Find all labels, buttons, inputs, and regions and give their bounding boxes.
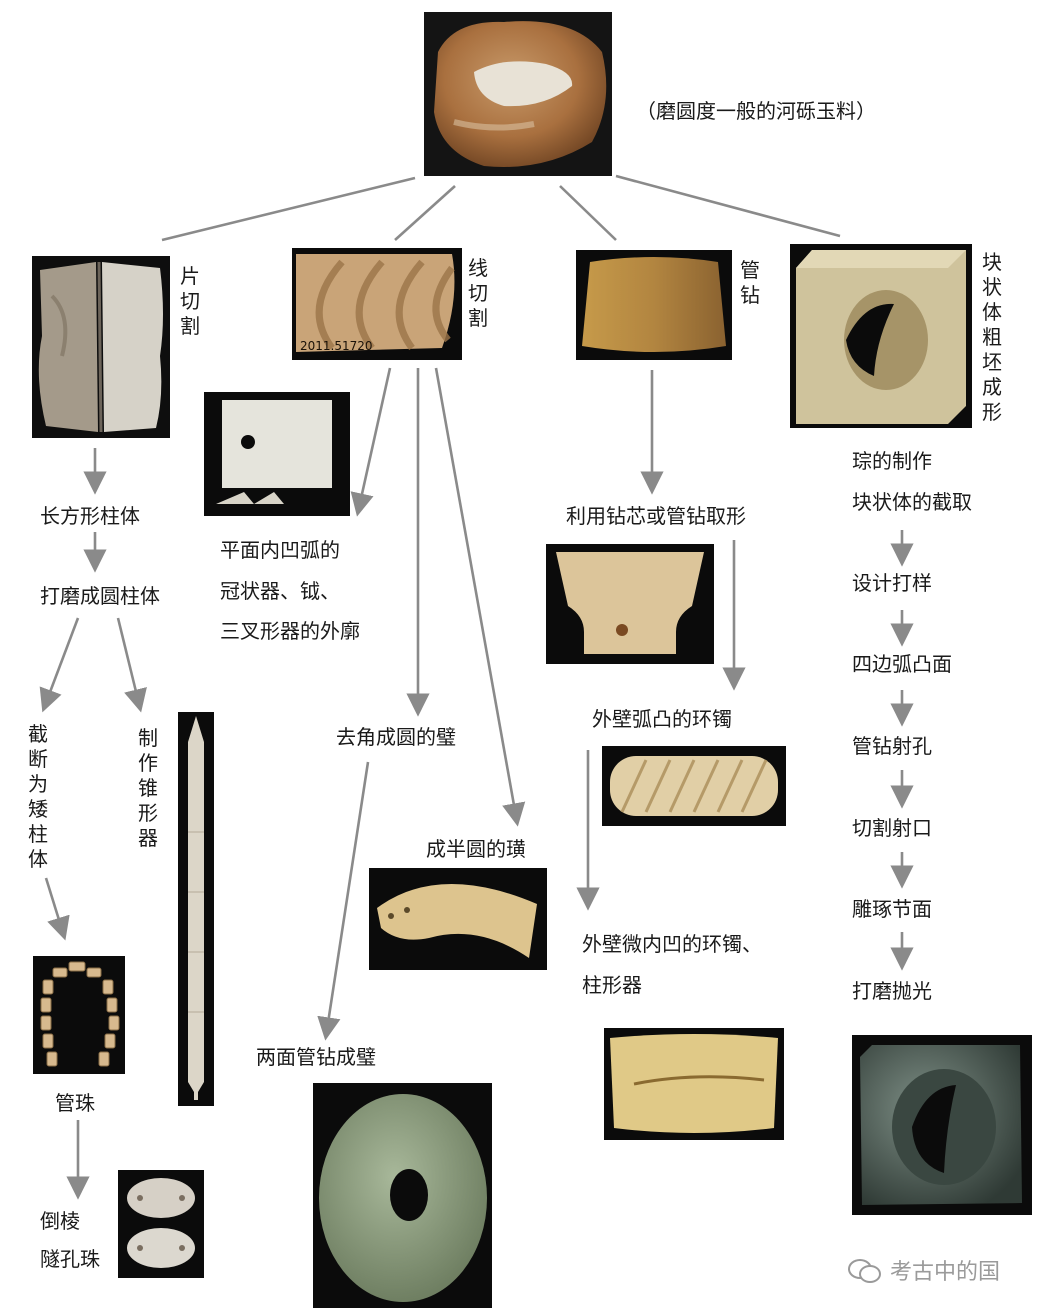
label-crown-line-2: 冠状器、钺、 <box>220 579 340 603</box>
label-huang: 成半圆的璜 <box>426 837 526 861</box>
root-connector-4 <box>615 174 841 238</box>
label-cong-making: 琮的制作 <box>852 449 932 473</box>
photo-tube-beads <box>33 956 125 1074</box>
arrow-c1-4 <box>116 617 147 713</box>
label-concave-line-2: 柱形器 <box>582 973 642 997</box>
label-wire-cut: 线切割 <box>468 256 488 330</box>
photo-river-pebble-jade <box>424 12 612 176</box>
root-connector-3 <box>559 185 617 241</box>
watermark: 考古中的国 <box>848 1254 1000 1286</box>
label-rectangular-column: 长方形柱体 <box>40 504 140 528</box>
label-round-bi: 去角成圆的璧 <box>336 725 456 749</box>
label-piece-cut: 片切割 <box>180 264 200 338</box>
label-two-side-bi: 两面管钻成璧 <box>256 1045 376 1069</box>
label-crown-line-1: 平面内凹弧的 <box>220 538 340 562</box>
label-block-blank: 块状体粗坯成形 <box>982 250 1002 424</box>
label-crown-line-3: 三叉形器的外廓 <box>220 619 360 643</box>
wechat-icon <box>848 1257 882 1283</box>
label-cut-short-column: 截断为矮柱体 <box>28 722 48 871</box>
svg-text:2011.51720: 2011.51720 <box>300 339 373 353</box>
photo-awl-shaped-object <box>178 712 214 1106</box>
arrow-c1-5 <box>44 877 70 941</box>
watermark-text: 考古中的国 <box>890 1260 1001 1285</box>
label-make-awl-shape: 制作锥形器 <box>138 726 158 850</box>
photo-bi-disc <box>313 1083 492 1308</box>
photo-tube-drill-core <box>576 250 732 360</box>
photo-sawn-slab <box>32 256 170 438</box>
label-tube-beads: 管珠 <box>55 1091 95 1115</box>
photo-huang-pendant <box>369 868 547 970</box>
label-convex-bracelet: 外壁弧凸的环镯 <box>592 707 732 731</box>
root-connector-2 <box>394 185 456 241</box>
photo-cylinder-bracelet <box>604 1028 784 1140</box>
photo-cube-blank <box>790 244 972 428</box>
root-caption: （磨圆度一般的河砾玉料） <box>636 99 876 123</box>
label-concave-line-1: 外壁微内凹的环镯、 <box>582 932 762 956</box>
label-cong-step-1: 设计打样 <box>852 571 932 595</box>
label-cong-step-3: 管钻射孔 <box>852 734 932 758</box>
label-cong-step-2: 四边弧凸面 <box>852 652 952 676</box>
label-cong-step-6: 打磨抛光 <box>852 979 932 1003</box>
label-cong-step-4: 切割射口 <box>852 816 932 840</box>
label-block-cut: 块状体的截取 <box>852 490 972 514</box>
photo-flared-cylinder <box>546 544 714 664</box>
photo-twisted-bracelet <box>602 746 786 826</box>
arrow-c2-1 <box>350 367 392 517</box>
arrow-c2-3 <box>434 367 526 827</box>
photo-cong <box>852 1035 1032 1215</box>
arrow-c2-4 <box>317 761 370 1041</box>
label-ridge-2: 隧孔珠 <box>40 1247 100 1271</box>
photo-wire-cut-jade: 2011.51720 <box>292 248 462 360</box>
photo-axe-yue <box>204 392 350 516</box>
label-ridge-1: 倒棱 <box>40 1209 80 1233</box>
root-connector-1 <box>161 176 416 242</box>
label-drill-core-shape: 利用钻芯或管钻取形 <box>566 504 746 528</box>
label-cong-step-5: 雕琢节面 <box>852 897 932 921</box>
arrow-c1-3 <box>39 617 80 713</box>
label-polish-cylinder: 打磨成圆柱体 <box>40 584 160 608</box>
label-tube-drill: 管钻 <box>740 258 760 307</box>
photo-tunnel-beads <box>118 1170 204 1278</box>
